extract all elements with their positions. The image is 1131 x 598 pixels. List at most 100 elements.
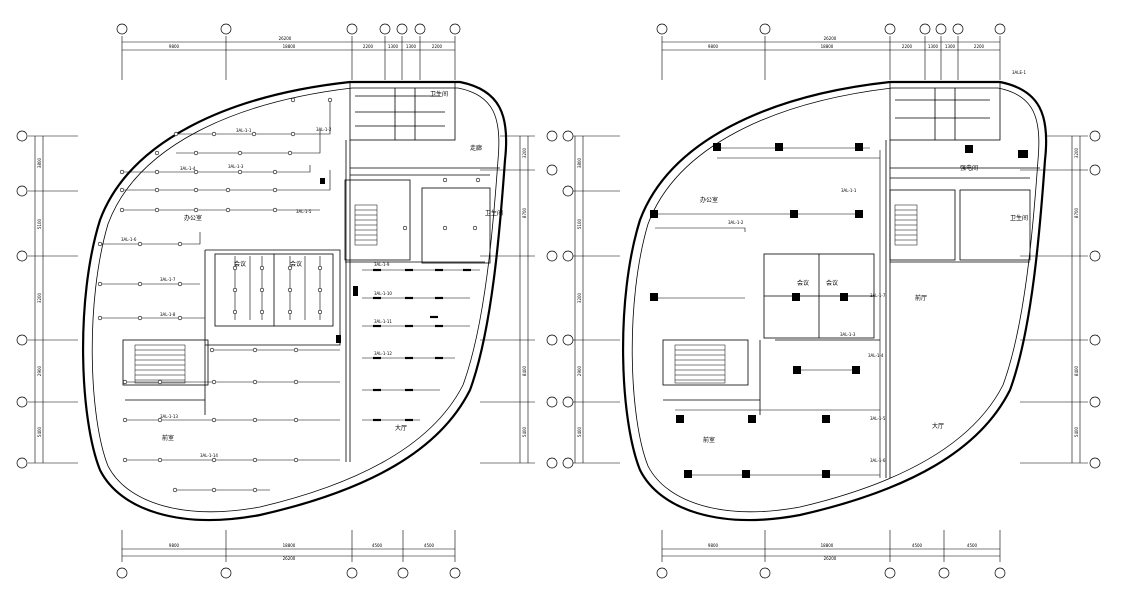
- room-label-hall: 大厅: [932, 422, 944, 430]
- right-grid-bubbles: [546, 130, 558, 469]
- bottom-total-dim: 26200: [824, 556, 837, 561]
- top-dim-5: 1300: [406, 44, 417, 49]
- circuit-label: 3AL-1-1: [236, 128, 252, 133]
- bottom-dim-2: 18800: [821, 543, 834, 548]
- floor-plan-right: 26200 9800 18800 2200 1300 1300 2200 98: [562, 23, 1101, 579]
- circuit-label: 3AL-1-4: [180, 166, 196, 171]
- stair-core: [354, 204, 378, 246]
- right-dim-2: 8700: [522, 207, 527, 218]
- room-label-lobby: 前厅: [915, 294, 927, 302]
- core-walls: [662, 81, 1040, 478]
- right-dim-3: 8400: [522, 365, 527, 376]
- room-label-electrical: 强电间: [960, 164, 978, 172]
- circuit-label: 3AL-1-11: [374, 319, 392, 324]
- outer-wall-outer: [621, 80, 1048, 522]
- left-dim-2: 5100: [577, 218, 582, 229]
- circuit-label: 3AL-1-14: [200, 453, 218, 458]
- top-grid-bubbles: [116, 23, 461, 35]
- socket-boxes: [650, 143, 1028, 478]
- circuit-label: 3AL-1-13: [160, 414, 178, 419]
- top-dimension-chain: [661, 36, 1001, 80]
- bottom-total-dim: 26200: [283, 556, 296, 561]
- floor-plan-left: 26200 9800 18800 2200 1300 1300 2200: [16, 23, 558, 579]
- right-dim-4: 5400: [522, 426, 527, 437]
- stair-core: [894, 204, 918, 246]
- room-label-hall: 大厅: [395, 424, 407, 432]
- left-dim-4: 2900: [577, 365, 582, 376]
- circuit-label: 3AL-1-7: [160, 277, 176, 282]
- bottom-dim-3: 4500: [912, 543, 923, 548]
- room-label-anteroom: 前室: [162, 434, 174, 442]
- outer-wall-inner: [631, 87, 1040, 513]
- bottom-dimension-chain: [661, 530, 1001, 562]
- circuit-label: 3AL-1-10: [374, 291, 392, 296]
- circuit-label: 3AL-1-6: [121, 237, 137, 242]
- left-dim-1: 3800: [577, 157, 582, 168]
- right-dim-2: 8700: [1074, 207, 1079, 218]
- circuit-label: 3AL-1-12: [374, 351, 392, 356]
- left-grid-bubbles: [562, 130, 574, 469]
- circuit-label: 3AL-1-9: [374, 262, 390, 267]
- right-grid-bubbles: [1089, 130, 1101, 469]
- bottom-dim-2: 18800: [283, 543, 296, 548]
- top-total-dim: 26200: [824, 36, 837, 41]
- stair-left: [134, 344, 186, 384]
- room-label-toilet: 卫生间: [1010, 214, 1028, 222]
- left-dimension-chain: [28, 135, 78, 464]
- circuit-label: 3AL-1-8: [160, 312, 176, 317]
- room-label-meeting-1: 会议: [797, 279, 809, 287]
- circuit-label: 3AL-1-3: [228, 164, 244, 169]
- room-label-office: 办公室: [700, 196, 718, 204]
- top-dim-4: 1300: [928, 44, 939, 49]
- room-label-toilet-2: 卫生间: [485, 209, 503, 217]
- circuit-label: 3AL-1-7: [870, 293, 886, 298]
- right-dimension-chain: [1020, 135, 1088, 464]
- panel-marks-left: [320, 178, 358, 343]
- room-label-anteroom: 前室: [703, 436, 715, 444]
- right-dim-4: 5400: [1074, 426, 1079, 437]
- circuit-label: 3AL-1-1: [841, 188, 857, 193]
- room-label-meeting-2: 会议: [290, 260, 302, 268]
- left-grid-bubbles: [16, 130, 28, 469]
- bottom-grid-bubbles: [656, 567, 1006, 579]
- room-label-toilet: 卫生间: [430, 90, 448, 98]
- left-dim-2: 5100: [37, 218, 42, 229]
- left-dim-1: 3800: [37, 157, 42, 168]
- core-walls: [122, 81, 500, 462]
- left-dimension-chain: [568, 135, 620, 464]
- bottom-dim-4: 4500: [967, 543, 978, 548]
- outer-wall-outer: [81, 80, 508, 522]
- right-dimension-chain: [480, 135, 535, 464]
- lighting-circuits: [100, 100, 480, 491]
- room-label-meeting-1: 会议: [234, 260, 246, 268]
- top-total-dim: 26200: [279, 36, 292, 41]
- circuit-label: 3AL-1-3: [840, 332, 856, 337]
- right-dim-1: 3200: [522, 147, 527, 158]
- top-dim-3: 2200: [902, 44, 913, 49]
- right-dim-3: 8400: [1074, 365, 1079, 376]
- bottom-dim-1: 9800: [169, 543, 180, 548]
- top-dim-6: 2200: [432, 44, 443, 49]
- room-label-office: 办公室: [184, 214, 202, 222]
- circuit-label: 3AL-1-5: [296, 209, 312, 214]
- bottom-dimension-chain: [121, 530, 456, 562]
- bottom-dim-3: 4500: [372, 543, 383, 548]
- bottom-grid-bubbles: [116, 567, 461, 579]
- outer-wall-inner: [91, 87, 500, 513]
- circuit-label: 3AL-1-5: [870, 416, 886, 421]
- left-dim-5: 5400: [577, 426, 582, 437]
- top-dim-5: 1300: [945, 44, 956, 49]
- power-circuits: [655, 147, 881, 478]
- bottom-dim-4: 4500: [424, 543, 435, 548]
- top-dim-6: 2200: [974, 44, 985, 49]
- top-dim-1: 9800: [708, 44, 719, 49]
- circuit-label: 3AL-1-4: [868, 353, 884, 358]
- panel-label: 3ALE-1: [1012, 70, 1026, 75]
- light-fixtures: [97, 97, 481, 493]
- room-label-meeting-2: 会议: [826, 279, 838, 287]
- top-dim-4: 1300: [388, 44, 399, 49]
- top-dim-2: 18800: [283, 44, 296, 49]
- circuit-label: 3AL-1-2: [728, 220, 744, 225]
- left-dim-3: 3200: [37, 292, 42, 303]
